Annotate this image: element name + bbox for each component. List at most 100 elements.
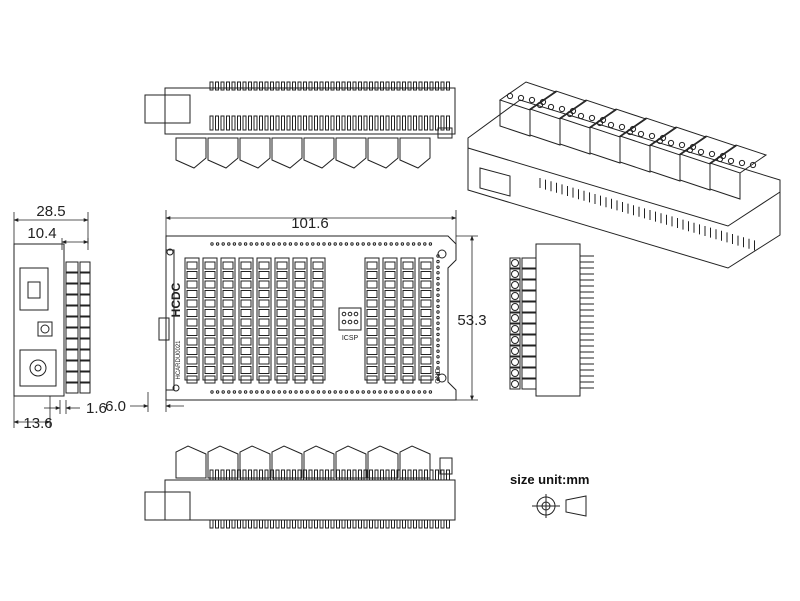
terminal-screw xyxy=(222,356,234,365)
header-pin xyxy=(380,469,384,481)
header-pin xyxy=(237,115,241,131)
header-pin xyxy=(231,115,236,131)
header-pin xyxy=(407,469,412,481)
terminal-screw xyxy=(366,375,378,384)
header-pin xyxy=(314,115,318,131)
iso-screw xyxy=(547,103,555,111)
terminal-screw xyxy=(204,318,216,327)
header-pin xyxy=(231,469,236,481)
iso-screw xyxy=(686,146,694,154)
board-outline xyxy=(165,235,457,401)
board-model: HCARDU0021 xyxy=(176,340,182,380)
header-pin xyxy=(391,469,395,481)
header-pin xyxy=(209,81,214,91)
header-hole xyxy=(389,390,393,394)
header-pin xyxy=(220,81,225,91)
header-pin xyxy=(440,469,445,481)
header-hole xyxy=(227,390,231,394)
header-pin xyxy=(209,115,214,131)
terminal-screw xyxy=(240,328,252,336)
header-pin xyxy=(385,469,390,481)
icsp-pin xyxy=(347,319,353,325)
header-pin xyxy=(226,81,230,91)
terminal-screw xyxy=(240,280,252,289)
bottom-side-view xyxy=(144,445,456,529)
iso-screw xyxy=(697,148,705,156)
screw-head xyxy=(511,347,519,355)
terminal-column xyxy=(509,257,537,390)
header-hole xyxy=(333,242,337,246)
screw-head xyxy=(511,281,519,289)
terminal-screw xyxy=(240,271,252,279)
edge-connector xyxy=(158,317,170,341)
header-pin xyxy=(402,519,406,529)
header-hole xyxy=(436,366,440,370)
terminal-screw xyxy=(79,360,91,372)
terminal-screw xyxy=(186,366,198,374)
header-pin xyxy=(413,519,417,529)
terminal-screw xyxy=(366,261,378,270)
terminal-screw xyxy=(186,347,198,355)
header-pin xyxy=(253,469,258,481)
header-pin xyxy=(226,469,230,481)
terminal-screw xyxy=(420,337,432,346)
terminal-screw xyxy=(222,318,234,327)
power-jack-pin xyxy=(34,364,42,372)
header-pin xyxy=(319,81,324,91)
header-hole xyxy=(436,321,440,325)
header-hole xyxy=(316,390,321,394)
header-pin xyxy=(281,81,285,91)
screw-head xyxy=(511,369,519,377)
header-pin xyxy=(336,115,340,131)
header-pin xyxy=(248,469,252,481)
terminal-screw xyxy=(384,328,396,336)
screw-head xyxy=(511,358,519,366)
header-pin xyxy=(435,81,439,91)
header-pins xyxy=(209,81,450,131)
terminal-screw xyxy=(294,290,306,298)
dim-width-total: 101.6 xyxy=(291,215,329,232)
top-side-view xyxy=(144,81,456,169)
header-pin xyxy=(374,81,379,91)
terminal-cell xyxy=(521,323,537,335)
terminal-screw xyxy=(240,290,252,298)
terminal-screw xyxy=(204,299,216,308)
header-pin xyxy=(286,519,291,529)
header-hole xyxy=(316,242,321,246)
header-pin xyxy=(325,519,329,529)
terminal-screw xyxy=(402,309,414,317)
terminal-screw xyxy=(509,356,521,368)
header-pin xyxy=(446,469,450,481)
terminal-screw xyxy=(420,375,432,384)
header-pin xyxy=(231,81,236,91)
header-hole xyxy=(260,242,265,246)
terminal-block xyxy=(207,137,239,169)
header-pin xyxy=(347,81,351,91)
terminal-strip xyxy=(292,257,308,381)
header-pin xyxy=(253,115,258,131)
left-end-view xyxy=(13,243,91,397)
header-holes xyxy=(210,242,440,394)
board-logo: HCDC xyxy=(169,282,183,317)
header-pin xyxy=(286,81,291,91)
header-pin xyxy=(308,81,313,91)
header-hole xyxy=(299,390,304,394)
terminal-cell xyxy=(521,334,537,346)
terminal-screw xyxy=(420,261,432,270)
header-pin xyxy=(440,81,445,91)
header-pin xyxy=(435,115,439,131)
terminal-block xyxy=(303,137,335,169)
iso-screw xyxy=(637,130,645,138)
iso-block-side xyxy=(709,163,741,200)
terminal-screw xyxy=(402,356,414,365)
terminal-screw xyxy=(258,318,270,327)
terminal-screw xyxy=(366,328,378,336)
header-hole xyxy=(238,242,242,246)
dim-left-offset: 6.0 xyxy=(105,398,126,415)
terminal-screw xyxy=(402,318,414,327)
header-pin xyxy=(352,469,357,481)
header-pin xyxy=(402,115,406,131)
header-pin xyxy=(292,469,296,481)
header-hole xyxy=(361,390,365,394)
header-hole xyxy=(288,242,293,246)
